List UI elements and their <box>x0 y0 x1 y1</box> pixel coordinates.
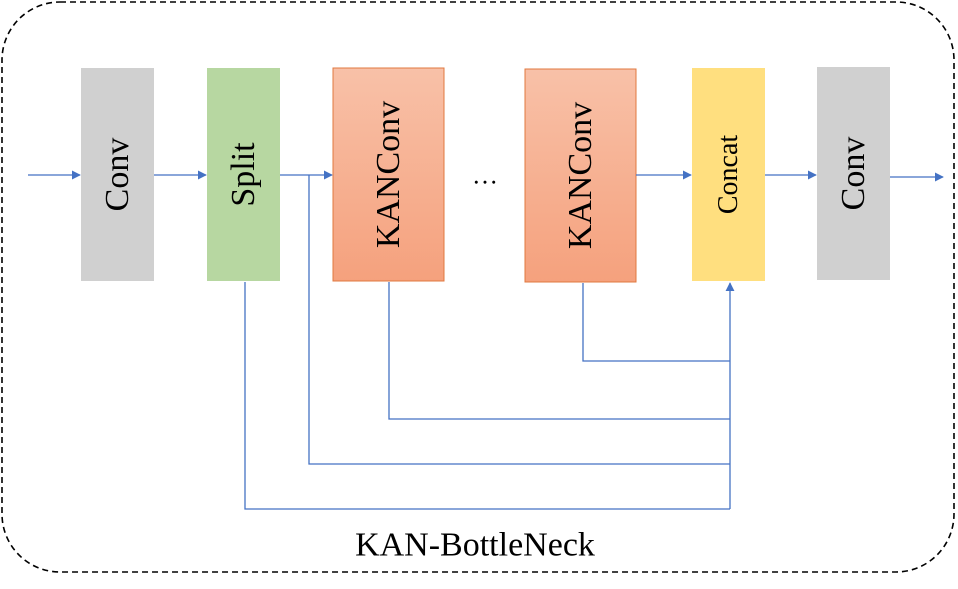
conv-out-label: Conv <box>835 137 872 211</box>
skip-from-kanconv-1 <box>388 282 730 420</box>
ellipsis: … <box>472 161 498 190</box>
kanconv-1-label: KANConv <box>370 101 407 248</box>
main-flow-arrows <box>28 170 944 182</box>
bottleneck-frame <box>1 1 955 573</box>
concat-label: Concat <box>713 135 744 215</box>
kanconv-block-1 <box>332 67 445 282</box>
concat-block <box>692 68 765 281</box>
split-label: Split <box>225 142 262 207</box>
split-block <box>207 68 280 281</box>
diagram-title: KAN-BottleNeck <box>355 527 595 564</box>
conv-out-block <box>817 67 890 280</box>
skip-connections <box>244 175 735 510</box>
conv-in-block <box>81 68 154 281</box>
skip-from-split-branch <box>308 175 730 465</box>
kanconv-block-n <box>524 68 637 283</box>
skip-from-split-bottom <box>244 282 730 510</box>
skip-from-kanconv-n <box>582 283 730 362</box>
conv-in-label: Conv <box>99 138 136 212</box>
kanconv-n-label: KANConv <box>562 102 599 249</box>
